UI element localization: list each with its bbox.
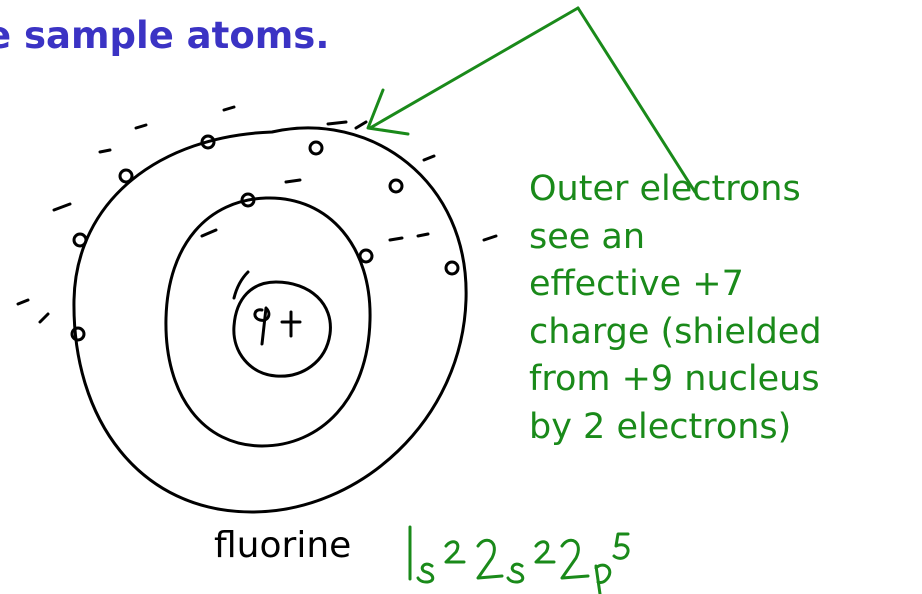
minus-sign (422, 154, 436, 162)
atom-name-label: fluorine (214, 525, 352, 566)
minus-sign (482, 234, 498, 242)
inner-shell-orbit (164, 196, 372, 448)
electron-dot (200, 134, 216, 150)
minus-sign (16, 298, 30, 306)
annotation-line: charge (shielded (529, 311, 822, 352)
nucleus-circle (232, 280, 332, 378)
minus-sign (134, 123, 148, 130)
minus-sign (388, 236, 404, 242)
arrow-pointer-line (576, 6, 697, 194)
annotation-line: Outer electrons (529, 169, 801, 209)
arrow-shaft (368, 6, 580, 130)
annotation-line: see an (529, 216, 646, 257)
minus-sign (200, 228, 218, 238)
electron-configuration-handwriting (408, 525, 630, 594)
green-arrow (366, 6, 697, 194)
outer-shell-orbit (72, 126, 468, 514)
minus-sign (38, 312, 50, 324)
minus-sign (222, 105, 236, 112)
electron-charge-dashes (16, 105, 498, 324)
electron-dot (308, 140, 324, 156)
electron-dot (388, 178, 404, 194)
outer-shell-electrons (70, 134, 460, 342)
minus-sign (98, 148, 112, 154)
annotation-line: from +9 nucleus (529, 359, 820, 399)
electron-dot (444, 260, 460, 276)
outer-electron-annotation: Outer electrons see an effective +7 char… (529, 166, 822, 451)
electron-dot (240, 192, 256, 208)
arrow-head (366, 88, 410, 136)
electron-dot (358, 248, 374, 264)
inner-shell-electrons (240, 192, 374, 264)
minus-sign (52, 202, 72, 212)
electron-dot (70, 326, 86, 342)
minus-sign (416, 232, 430, 238)
annotation-line: effective +7 (529, 264, 744, 304)
minus-sign (354, 120, 368, 130)
electron-dot (72, 232, 88, 248)
annotation-line: by 2 electrons) (529, 406, 792, 447)
nucleus-charge-label (232, 270, 302, 346)
electron-dot (118, 168, 134, 184)
minus-sign (326, 120, 348, 126)
minus-sign (284, 178, 302, 184)
slide-heading: e sample atoms. (0, 14, 330, 57)
